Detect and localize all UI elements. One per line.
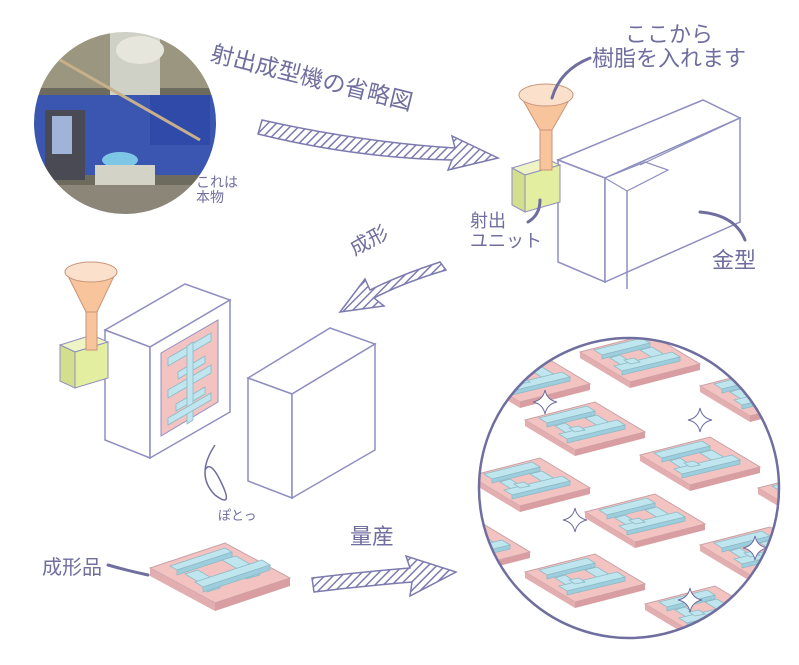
open-mold-left	[60, 262, 230, 458]
mold-label: 金型	[712, 250, 756, 274]
pop-sound-label: ぽとっ	[218, 510, 257, 524]
injection-unit-label: 射出 ユニット	[470, 212, 542, 252]
mass-production-magnified	[410, 334, 799, 640]
machine-top	[512, 58, 745, 289]
mass-production-label: 量産	[350, 526, 394, 550]
mass-production-arrow	[312, 556, 456, 596]
open-mold-right	[248, 328, 375, 498]
photo-caption: これは 本物	[196, 176, 238, 207]
photo-of-real-machine	[30, 28, 220, 220]
molded-product-label: 成形品	[42, 556, 102, 578]
molded-product	[150, 543, 290, 611]
title-arrow	[258, 120, 498, 170]
molding-arrow	[340, 262, 446, 312]
resin-note-label: ここから 樹脂を入れます	[592, 24, 746, 72]
